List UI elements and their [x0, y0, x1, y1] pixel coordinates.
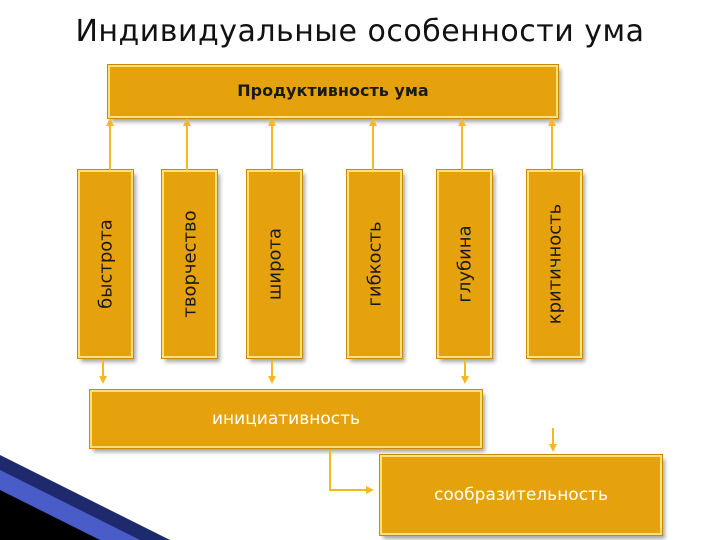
resourcefulness-box: сообразительность — [380, 455, 662, 535]
page-title: Индивидуальные особенности ума — [75, 14, 645, 49]
box-criticality: критичность — [527, 170, 582, 358]
box-flexibility: гибкость — [347, 170, 402, 358]
initiative-box: инициативность — [90, 390, 482, 448]
resourcefulness-label: сообразительность — [434, 485, 608, 505]
box-creativity: творчество — [162, 170, 217, 358]
productivity-label: Продуктивность ума — [237, 81, 429, 100]
box-speed: быстрота — [78, 170, 133, 358]
initiative-label: инициативность — [212, 409, 361, 429]
arrow-initiative-to-resourcefulness — [329, 450, 374, 494]
productivity-box: Продуктивность ума — [108, 65, 558, 118]
box-breadth: широта — [247, 170, 302, 358]
box-depth: глубина — [437, 170, 492, 358]
